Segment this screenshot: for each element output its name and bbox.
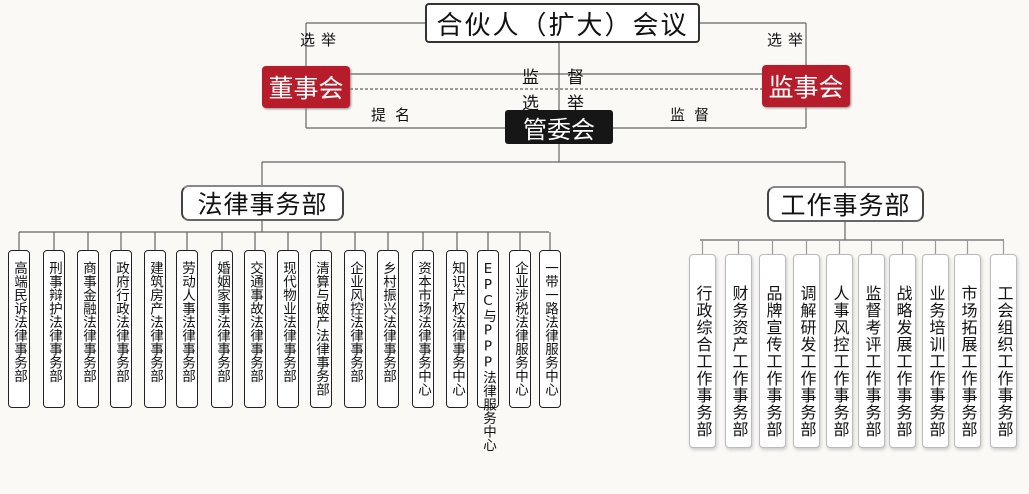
elect-label-center: 选举 xyxy=(522,94,612,114)
work-dept-item: 业务培训工作事务部 xyxy=(922,254,949,448)
board-of-directors-box: 董事会 xyxy=(262,66,350,108)
work-dept-item: 行政综合工作事务部 xyxy=(689,254,716,448)
legal-dept-item: 高端民诉法律事务部 xyxy=(8,250,30,408)
legal-dept-item: 建筑房产法律事务部 xyxy=(144,250,166,408)
legal-dept-item: 婚姻家事法律事务部 xyxy=(211,250,233,408)
work-affairs-dept-title: 工作事务部 xyxy=(767,186,924,222)
supervisory-board-box: 监事会 xyxy=(762,65,850,107)
work-dept-item: 战略发展工作事务部 xyxy=(889,254,916,448)
work-dept-item: 市场拓展工作事务部 xyxy=(954,254,981,448)
legal-dept-item: 企业风控法律事务部 xyxy=(344,250,366,408)
work-dept-item: 财务资产工作事务部 xyxy=(725,254,752,448)
legal-dept-item: 清算与破产法律事务部 xyxy=(310,250,332,408)
work-dept-item: 调解研发工作事务部 xyxy=(793,254,820,448)
management-committee-box: 管委会 xyxy=(505,110,613,144)
legal-dept-item: 政府行政法律事务部 xyxy=(110,250,132,408)
legal-dept-item: 知识产权法律事务中心 xyxy=(446,250,468,408)
nominate-label: 提名 xyxy=(371,106,420,124)
legal-dept-item: 乡村振兴法律事务部 xyxy=(377,250,399,408)
legal-affairs-dept-title: 法律事务部 xyxy=(181,185,344,221)
partners-meeting-box: 合伙人（扩大）会议 xyxy=(425,3,700,43)
supervise-label: 监督 xyxy=(522,68,612,88)
legal-dept-item: 资本市场法律事务中心 xyxy=(412,250,434,408)
elect-label-right: 选举 xyxy=(767,31,810,49)
work-dept-item: 人事风控工作事务部 xyxy=(826,254,853,448)
legal-dept-item: 现代物业法律事务部 xyxy=(277,250,299,408)
work-dept-item: 监督考评工作事务部 xyxy=(858,254,885,448)
legal-dept-item: 商事金融法律事务部 xyxy=(77,250,99,408)
work-dept-item: 工会组织工作事务部 xyxy=(990,254,1017,448)
legal-dept-item: EPC与PPP法律服务中心 xyxy=(477,250,499,452)
legal-dept-item: 企业涉税法律服务中心 xyxy=(509,250,531,408)
work-dept-item: 品牌宣传工作事务部 xyxy=(759,254,786,448)
elect-label-left: 选举 xyxy=(300,31,343,49)
legal-dept-item: 一带一路法律服务中心 xyxy=(539,250,561,408)
legal-dept-item: 劳动人事法律事务部 xyxy=(176,250,198,408)
supervise-label-right: 监督 xyxy=(670,106,719,124)
legal-dept-item: 交通事故法律事务部 xyxy=(244,250,266,408)
legal-dept-item: 刑事辩护法律事务部 xyxy=(43,250,65,408)
